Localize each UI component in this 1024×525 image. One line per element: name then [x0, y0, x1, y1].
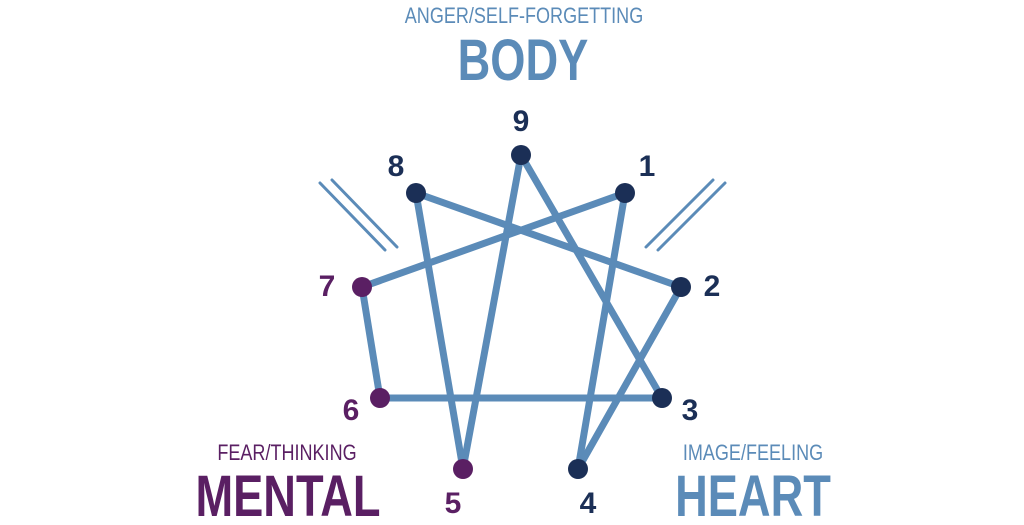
point-4-dot	[568, 459, 588, 479]
connection-8-2	[412, 189, 685, 291]
point-8-dot	[406, 183, 426, 203]
point-labels: 9 1 2 3 4 5 6 7 8	[319, 105, 721, 520]
point-2-dot	[671, 277, 691, 297]
body-subtitle: ANGER/SELF-FORGETTING	[405, 4, 643, 28]
connection-1-4	[574, 189, 629, 473]
enneagram-points	[352, 145, 691, 479]
mental-title: MENTAL	[195, 465, 380, 525]
point-9-label: 9	[513, 105, 530, 138]
connection-8-5	[412, 189, 467, 473]
connection-6-7	[358, 283, 384, 402]
point-6-label: 6	[343, 394, 360, 427]
heart-title: HEART	[675, 465, 831, 525]
point-2-label: 2	[704, 270, 721, 303]
left-separator-mark	[318, 178, 399, 252]
point-1-label: 1	[639, 150, 656, 183]
point-3-dot	[652, 388, 672, 408]
point-5-dot	[453, 459, 473, 479]
point-7-label: 7	[319, 270, 336, 303]
heart-subtitle: IMAGE/FEELING	[683, 441, 823, 465]
mental-subtitle: FEAR/THINKING	[217, 441, 356, 465]
point-1-dot	[615, 183, 635, 203]
point-5-label: 5	[445, 487, 462, 520]
point-8-label: 8	[388, 150, 405, 183]
point-7-dot	[352, 277, 372, 297]
point-3-label: 3	[682, 394, 699, 427]
connection-lines	[358, 151, 685, 473]
point-9-dot	[511, 145, 531, 165]
right-separator-mark	[644, 178, 727, 252]
connection-1-7	[358, 189, 629, 291]
connection-2-4	[574, 283, 685, 473]
point-4-label: 4	[580, 487, 597, 520]
point-6-dot	[370, 388, 390, 408]
connection-9-5	[459, 151, 525, 473]
body-title: BODY	[458, 29, 589, 94]
